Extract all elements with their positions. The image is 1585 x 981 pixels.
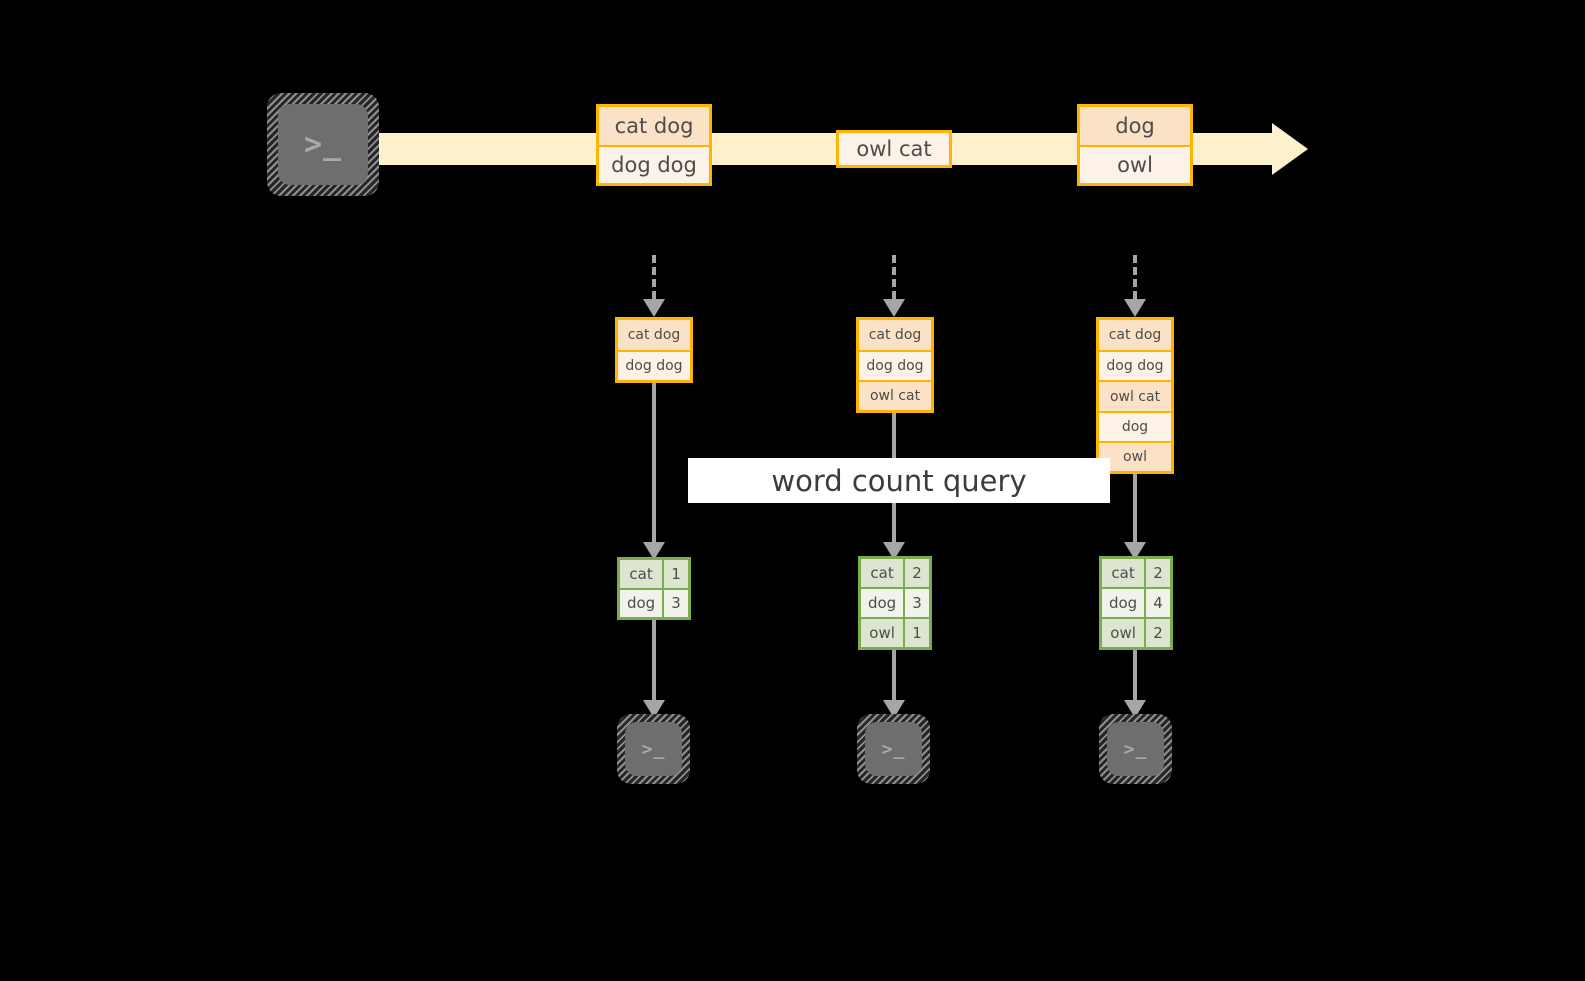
connector-arrowhead	[1124, 700, 1146, 718]
stream-record-group-2[interactable]: owl cat	[836, 130, 952, 168]
connector-shaft	[652, 382, 656, 542]
connector-shaft	[892, 650, 896, 700]
accumulated-line: dog dog	[1099, 350, 1171, 381]
table-row: cat 2	[861, 559, 929, 587]
connector-arrowhead	[883, 299, 905, 317]
result-word: dog	[1102, 589, 1145, 617]
connector-arrowhead	[1124, 542, 1146, 560]
terminal-body	[1107, 722, 1164, 776]
accumulated-state-box-2[interactable]: cat dog dog dog owl cat	[856, 317, 934, 413]
accumulated-line: owl cat	[1099, 380, 1171, 411]
table-row: dog 3	[861, 587, 929, 617]
connector-arrowhead	[643, 542, 665, 560]
result-count: 3	[903, 589, 929, 617]
result-count: 2	[1144, 559, 1170, 587]
result-count: 1	[662, 560, 688, 588]
accumulated-line: owl cat	[859, 380, 931, 410]
terminal-prompt-glyph: >_	[303, 127, 343, 162]
result-to-sink-connector-3	[1124, 650, 1146, 718]
sink-terminal-icon-1[interactable]: >_	[617, 714, 690, 784]
table-row: owl 2	[1102, 617, 1170, 647]
result-to-sink-connector-2	[883, 650, 905, 718]
stream-record-line: dog	[1080, 107, 1190, 145]
result-count: 2	[903, 559, 929, 587]
table-row: dog 3	[620, 587, 688, 617]
connector-arrowhead	[883, 700, 905, 718]
stream-record-line: owl	[1080, 145, 1190, 183]
connector-shaft	[1133, 255, 1137, 299]
table-row: owl 1	[861, 617, 929, 647]
table-row: cat 1	[620, 560, 688, 588]
result-table-3[interactable]: cat 2 dog 4 owl 2	[1099, 556, 1173, 650]
stream-record-group-3[interactable]: dog owl	[1077, 104, 1193, 186]
table-row: dog 4	[1102, 587, 1170, 617]
result-word: dog	[861, 589, 904, 617]
result-count: 2	[1144, 619, 1170, 647]
state-to-result-connector-3	[1124, 473, 1146, 560]
terminal-body	[625, 722, 682, 776]
connector-shaft	[652, 620, 656, 700]
result-word: owl	[861, 619, 904, 647]
query-label: word count query	[688, 458, 1110, 503]
terminal-prompt-glyph: >_	[641, 738, 666, 760]
stream-record-line: owl cat	[839, 133, 949, 165]
accumulated-line: owl	[1099, 440, 1171, 472]
accumulated-state-box-3[interactable]: cat dog dog dog owl cat dog owl	[1096, 317, 1174, 474]
result-word: dog	[620, 589, 663, 617]
stream-record-group-1[interactable]: cat dog dog dog	[596, 104, 712, 186]
accumulated-line: cat dog	[1099, 320, 1171, 351]
result-count: 4	[1144, 589, 1170, 617]
stream-arrowhead	[1272, 123, 1308, 175]
connector-shaft	[652, 255, 656, 299]
accumulated-line: cat dog	[859, 320, 931, 350]
accumulated-line: cat dog	[618, 320, 690, 350]
terminal-prompt-glyph: >_	[1123, 738, 1148, 760]
result-to-sink-connector-1	[643, 620, 665, 718]
connector-arrowhead	[643, 700, 665, 718]
connector-shaft	[1133, 473, 1137, 542]
stream-record-line: dog dog	[599, 145, 709, 183]
state-to-result-connector-1	[643, 382, 665, 560]
result-table-1[interactable]: cat 1 dog 3	[617, 557, 691, 620]
query-label-text: word count query	[771, 463, 1027, 498]
result-word: owl	[1102, 619, 1145, 647]
accumulated-line: dog dog	[859, 350, 931, 380]
sink-terminal-icon-3[interactable]: >_	[1099, 714, 1172, 784]
stream-record-line: cat dog	[599, 107, 709, 145]
result-word: cat	[1102, 559, 1145, 587]
accumulated-line: dog	[1099, 410, 1171, 441]
connector-arrowhead	[643, 299, 665, 317]
result-count: 3	[662, 589, 688, 617]
stream-to-state-connector-3	[1124, 255, 1146, 317]
terminal-body	[865, 722, 922, 776]
result-count: 1	[903, 619, 929, 647]
accumulated-state-box-1[interactable]: cat dog dog dog	[615, 317, 693, 383]
terminal-body	[278, 104, 368, 185]
connector-arrowhead	[883, 542, 905, 560]
connector-shaft	[1133, 650, 1137, 700]
table-row: cat 2	[1102, 559, 1170, 587]
result-word: cat	[861, 559, 904, 587]
connector-arrowhead	[1124, 299, 1146, 317]
terminal-prompt-glyph: >_	[881, 738, 906, 760]
stream-to-state-connector-2	[883, 255, 905, 317]
result-word: cat	[620, 560, 663, 588]
accumulated-line: dog dog	[618, 350, 690, 380]
sink-terminal-icon-2[interactable]: >_	[857, 714, 930, 784]
stream-to-state-connector-1	[643, 255, 665, 317]
connector-shaft	[892, 255, 896, 299]
source-terminal-icon[interactable]: >_	[267, 93, 379, 196]
result-table-2[interactable]: cat 2 dog 3 owl 1	[858, 556, 932, 650]
